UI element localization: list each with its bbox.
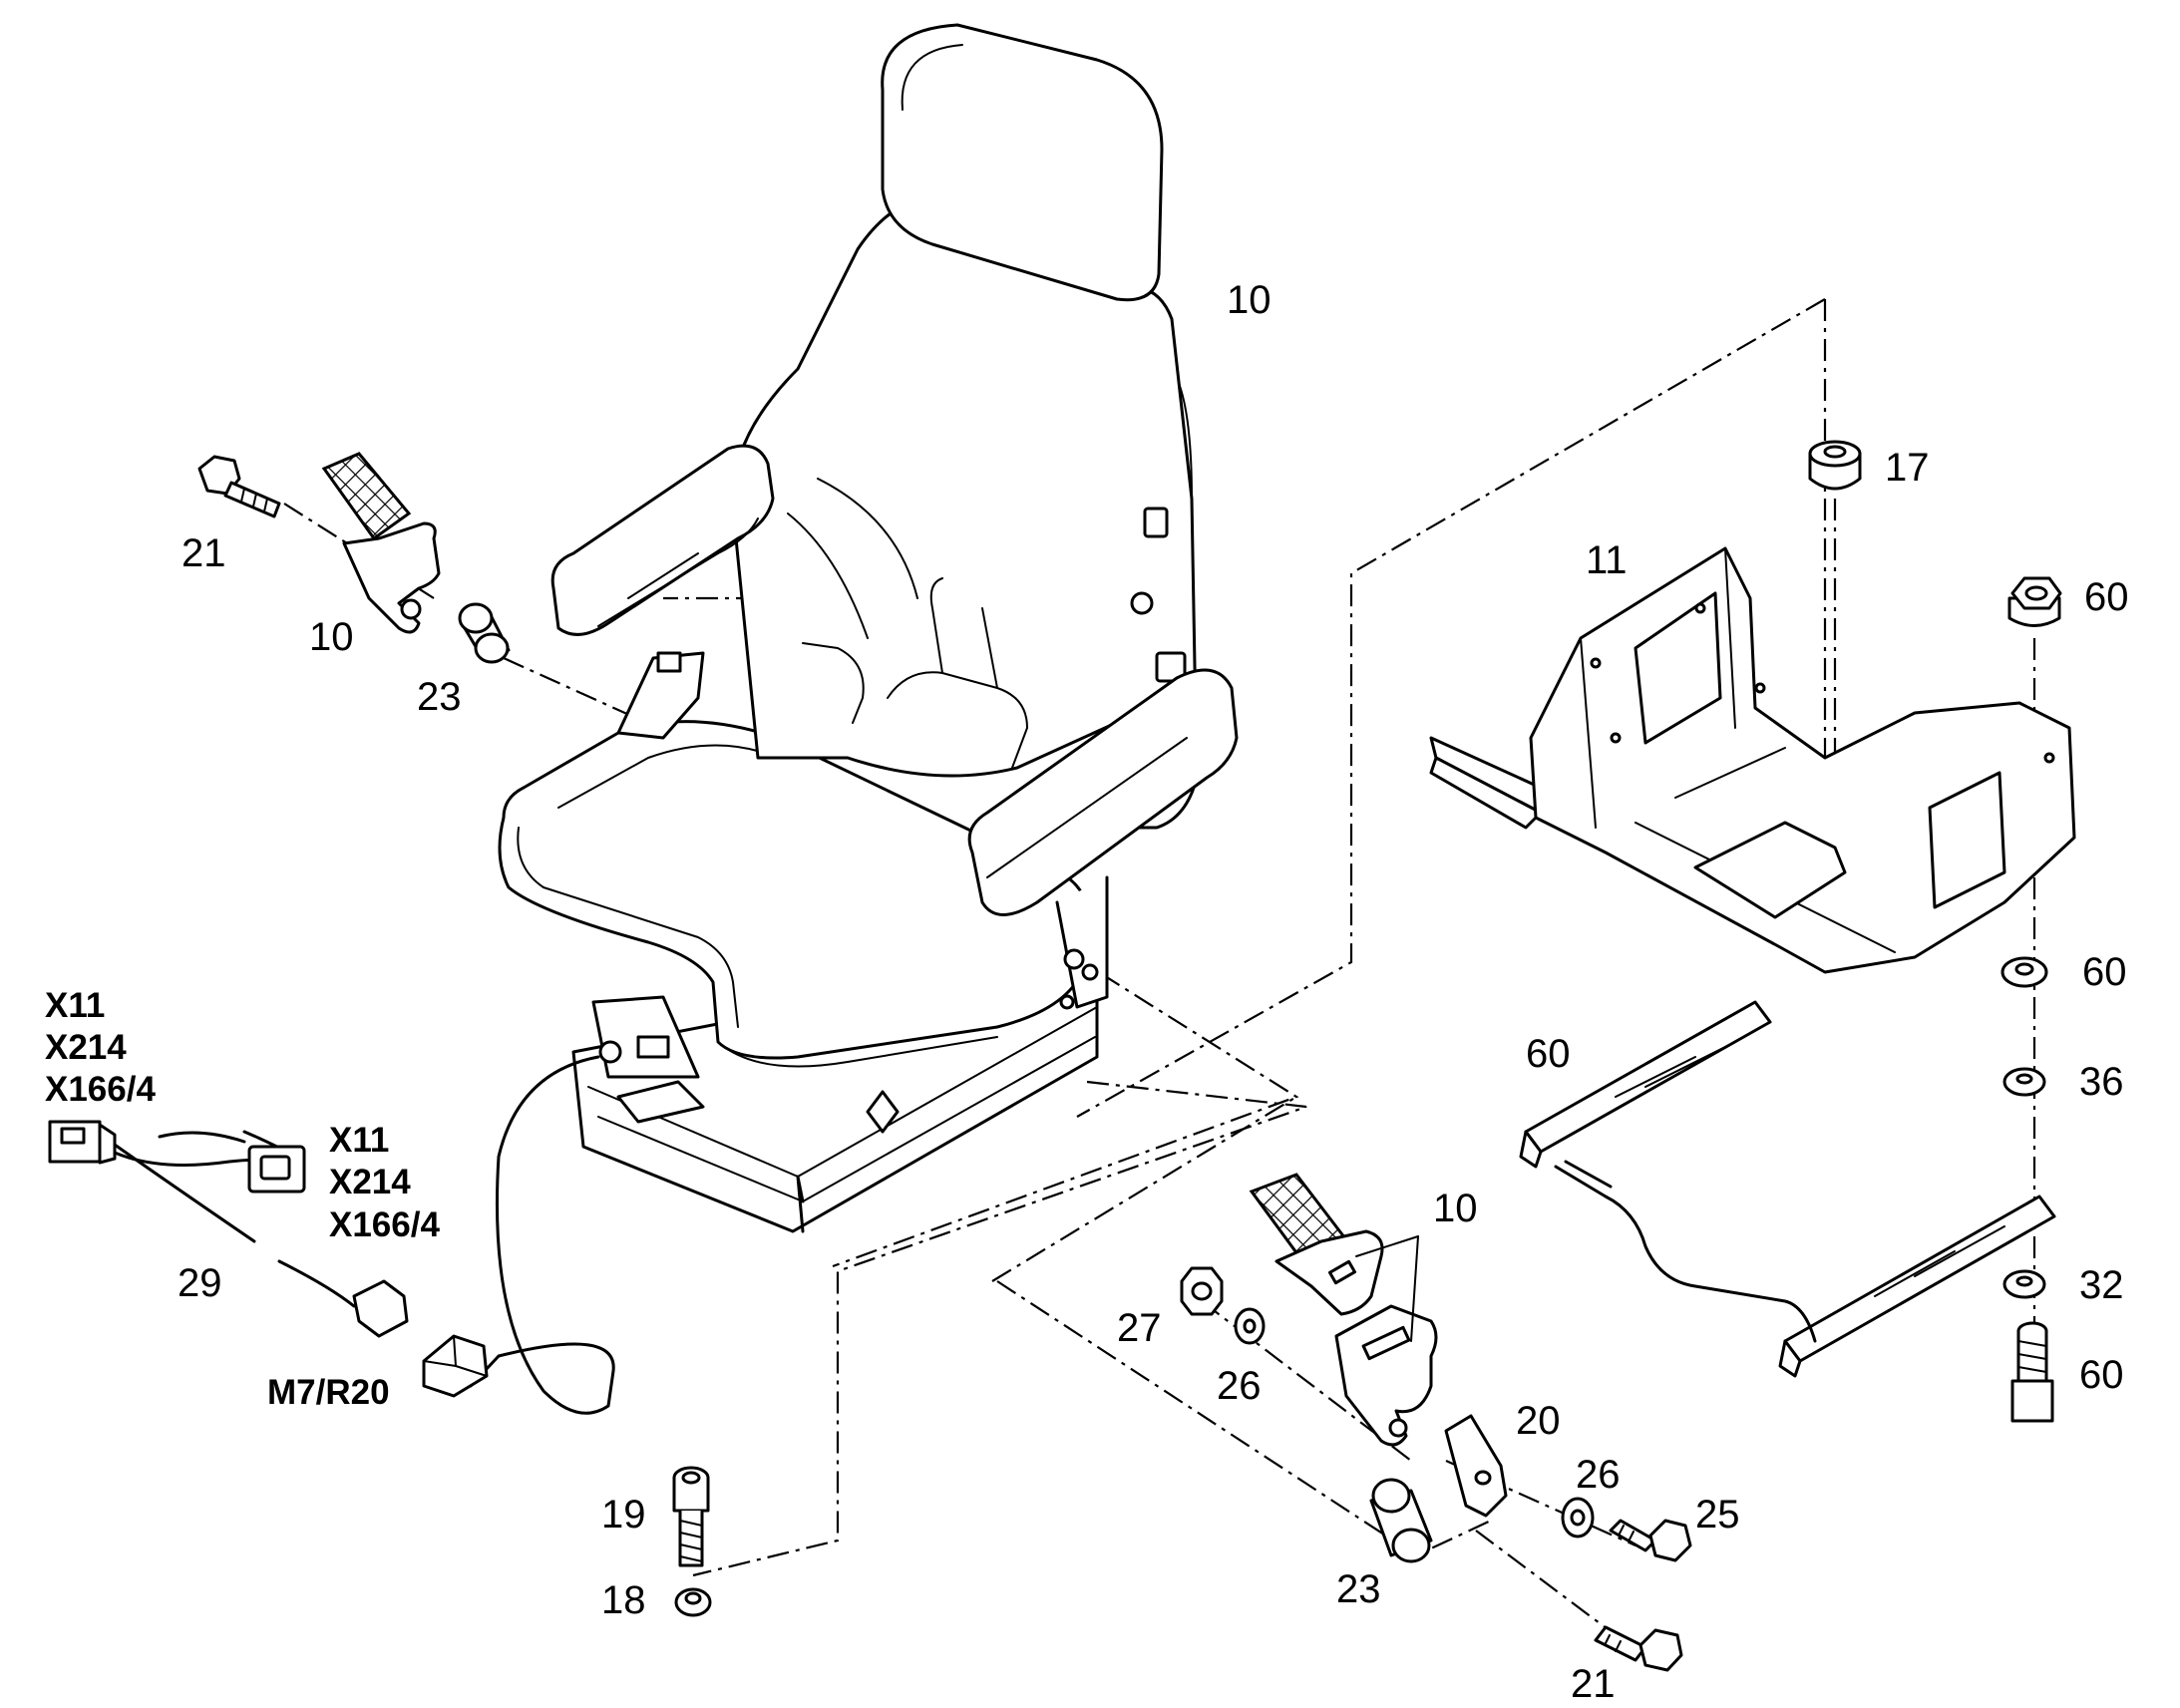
nut-60 <box>2007 576 2062 627</box>
bolt-21-left <box>197 455 281 518</box>
screw-19 <box>672 1466 710 1567</box>
washer-26-right <box>1561 1497 1595 1538</box>
callout-spacer-23-left: 23 <box>417 675 462 719</box>
callout-spacer-23-right: 23 <box>1336 1567 1381 1611</box>
washer-36 <box>2002 1067 2046 1097</box>
callout-bolt-21-right: 21 <box>1571 1662 1616 1706</box>
callout-rails-60: 60 <box>1526 1032 1571 1076</box>
callout-bolt-21-left: 21 <box>182 531 226 575</box>
callout-bolt-25: 25 <box>1695 1493 1740 1537</box>
callouts: 10 17 11 60 60 36 32 60 60 10 21 23 29 1… <box>178 278 2129 1706</box>
bolt-21-right <box>1594 1625 1683 1672</box>
callout-washer-60: 60 <box>2082 950 2127 994</box>
seat-assembly <box>498 23 1239 1233</box>
callout-washer-18: 18 <box>601 1578 646 1622</box>
spacer-23-right <box>1369 1478 1433 1563</box>
callout-washer-32: 32 <box>2079 1263 2124 1307</box>
callout-screw-60: 60 <box>2079 1353 2124 1397</box>
connector-labels-middle: X11 X214 X166/4 <box>329 1121 440 1244</box>
callout-screw-19: 19 <box>601 1493 646 1537</box>
callout-washer-26-left: 26 <box>1217 1364 1262 1408</box>
washer-17 <box>1808 440 1862 491</box>
callout-frame-11: 11 <box>1586 538 1628 582</box>
callout-washer-26-right: 26 <box>1576 1453 1621 1497</box>
callout-belt-right: 10 <box>1433 1187 1478 1230</box>
callout-nut-27: 27 <box>1117 1306 1162 1350</box>
washer-32 <box>2002 1269 2046 1299</box>
bolt-25 <box>1609 1519 1692 1562</box>
frame-11 <box>1429 546 2076 974</box>
connector-left-3: X166/4 <box>45 1070 156 1109</box>
washer-18 <box>674 1587 712 1617</box>
callout-washer-17: 17 <box>1885 446 1930 490</box>
plate-20 <box>1444 1414 1508 1518</box>
belt-right <box>1249 1173 1438 1447</box>
connector-mid-1: X11 <box>329 1121 389 1160</box>
callout-washer-36: 36 <box>2079 1060 2124 1104</box>
leader-lines <box>1355 1235 1419 1342</box>
spacer-23-left <box>458 602 511 664</box>
seat-cable <box>469 1055 615 1415</box>
washer-60 <box>2000 956 2048 988</box>
connector-labels-left: X11 X214 X166/4 <box>45 986 156 1109</box>
callout-plate-20: 20 <box>1516 1399 1561 1443</box>
washer-26-left <box>1234 1307 1266 1345</box>
callout-buckle-left: 10 <box>309 615 354 659</box>
harness-29 <box>48 1120 409 1338</box>
screw-60 <box>2010 1321 2054 1423</box>
connector-mid-3: X166/4 <box>329 1205 440 1244</box>
slide-rails <box>1519 1000 2056 1378</box>
connector-mid-2: X214 <box>329 1163 411 1201</box>
connector-motor-label: M7/R20 <box>267 1373 390 1412</box>
motor-connector <box>422 1334 489 1398</box>
connector-left-2: X214 <box>45 1028 127 1067</box>
callout-seat: 10 <box>1227 278 1272 322</box>
callout-cable-29: 29 <box>178 1261 222 1305</box>
nut-27 <box>1180 1266 1224 1316</box>
buckle-left <box>321 452 441 634</box>
callout-nut-60: 60 <box>2084 575 2129 619</box>
connector-left-1: X11 <box>45 986 105 1025</box>
